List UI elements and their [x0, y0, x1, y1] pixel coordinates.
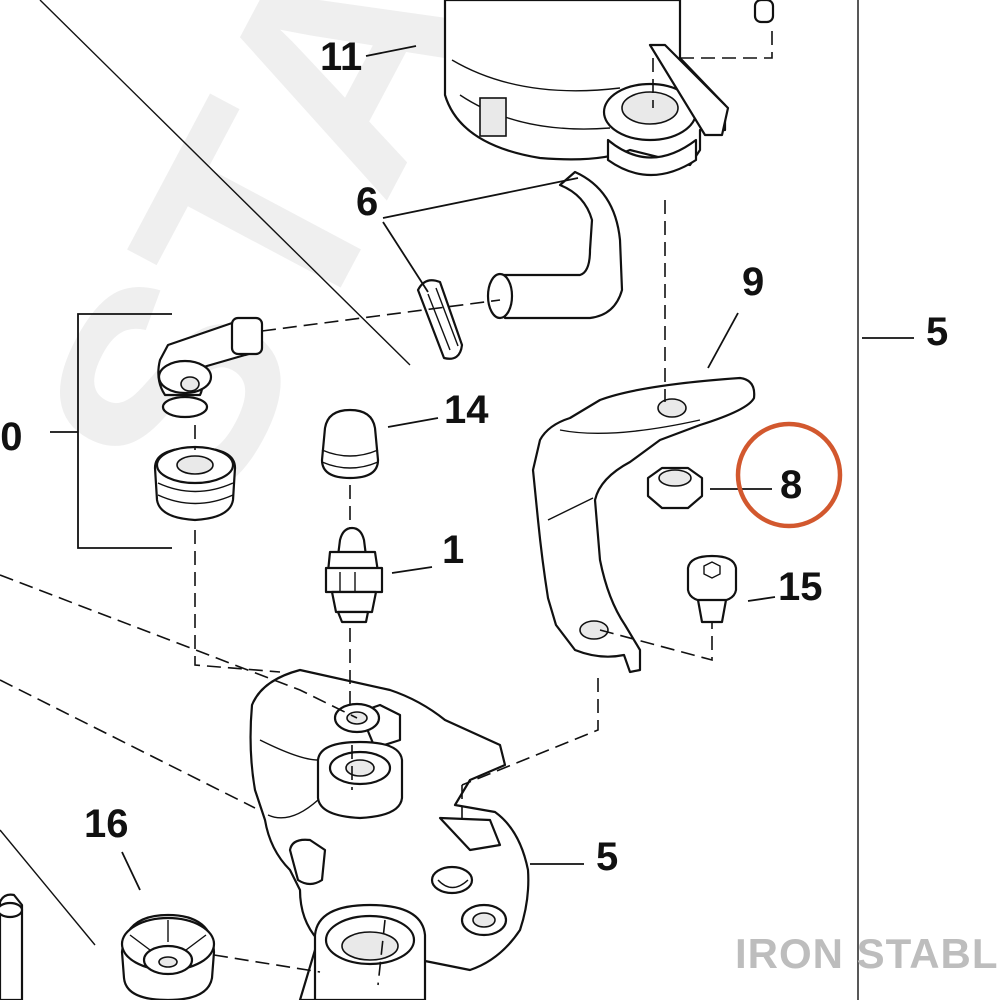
callout-14: 14	[444, 388, 489, 432]
small-fitting-bottom-left	[0, 893, 24, 1000]
reservoir-part-11	[443, 0, 775, 176]
callout-numbers: 11 6 9 5 10 14 1 15 16 5 8	[0, 35, 948, 879]
elbow-fitting-part-10	[157, 316, 264, 419]
callout-1: 1	[442, 528, 464, 572]
nut-part-8	[646, 466, 704, 510]
callout-10: 10	[0, 415, 23, 459]
body-part-5	[249, 668, 530, 1000]
diagonal-leader-lines	[0, 0, 411, 946]
bleed-screw-part-1	[324, 526, 384, 624]
callout-5-body: 5	[596, 835, 618, 879]
callout-11: 11	[320, 35, 362, 79]
bracket-10	[50, 313, 172, 549]
svg-text:IRON STABLE: IRON STABLE	[735, 930, 1000, 977]
hose	[486, 170, 624, 320]
seal-part-16	[120, 913, 216, 1000]
bracket-part-9	[531, 376, 756, 674]
callout-5-right: 5	[926, 310, 948, 354]
assembly-dash-lines	[0, 28, 773, 986]
dust-cap-part-14	[320, 408, 380, 480]
callout-6: 6	[356, 180, 378, 224]
highlight-circle	[735, 421, 843, 529]
grommet-part-10	[153, 445, 237, 522]
callout-15: 15	[778, 565, 823, 609]
callout-16: 16	[84, 802, 129, 846]
callout-9: 9	[742, 260, 764, 304]
socket-screw-part-15	[686, 554, 738, 624]
callout-8: 8	[780, 463, 802, 507]
brand-label: IRON STABLE	[735, 930, 1000, 977]
hose-clip-part-6	[416, 279, 464, 360]
